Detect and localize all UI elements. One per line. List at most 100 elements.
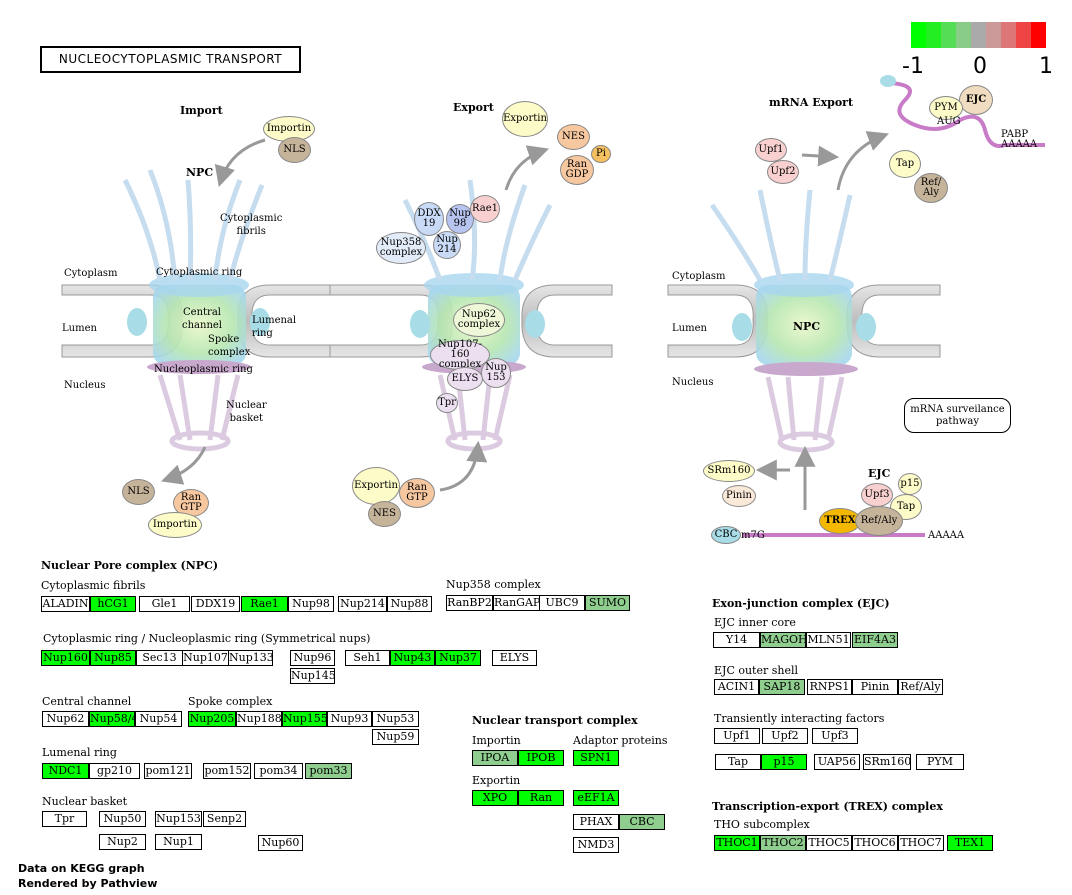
- gene-box-thoc6[interactable]: THOC6: [852, 835, 898, 851]
- gene-box-rangap[interactable]: RanGAP: [493, 595, 540, 611]
- gene-box-sumo[interactable]: SUMO: [585, 595, 630, 611]
- tap-molecule: Tap: [889, 150, 921, 178]
- gene-box-ipoa[interactable]: IPOA: [472, 750, 518, 766]
- gene-box-nup58-45[interactable]: Nup58/45: [89, 711, 135, 727]
- upf2-molecule: Upf2: [767, 160, 799, 184]
- legend-min-label: -1: [902, 54, 924, 79]
- gene-box-nup1[interactable]: Nup1: [155, 834, 202, 850]
- gene-box-nup60[interactable]: Nup60: [258, 835, 303, 851]
- gene-box-phax[interactable]: PHAX: [573, 814, 619, 830]
- gene-box-nup54[interactable]: Nup54: [135, 711, 182, 727]
- gene-box-senp2[interactable]: Senp2: [203, 811, 246, 827]
- gene-box-nup145[interactable]: Nup145: [290, 668, 335, 684]
- gene-box-aladin[interactable]: ALADIN: [41, 596, 90, 612]
- gene-box-nup53[interactable]: Nup53: [372, 711, 419, 727]
- gene-box-uap56[interactable]: UAP56: [814, 754, 860, 770]
- gene-box-cbc[interactable]: CBC: [619, 814, 665, 830]
- gene-box-ddx19[interactable]: DDX19: [191, 596, 240, 612]
- nuclear-basket-group-label: Nuclear basket: [42, 795, 128, 808]
- gene-box-nup107[interactable]: Nup107: [182, 650, 229, 666]
- gene-box-nup88[interactable]: Nup88: [387, 596, 432, 612]
- export-heading: Export: [453, 101, 494, 114]
- gene-box-y14[interactable]: Y14: [713, 632, 760, 648]
- gene-box-pom33[interactable]: pom33: [305, 763, 352, 779]
- gene-box-nup50[interactable]: Nup50: [99, 811, 146, 827]
- gene-box-thoc2[interactable]: THOC2: [760, 835, 806, 851]
- tho-group-label: THO subcomplex: [714, 818, 810, 831]
- upf1-molecule: Upf1: [755, 138, 787, 162]
- gene-box-sec13[interactable]: Sec13: [136, 650, 183, 666]
- gene-box-nup133[interactable]: Nup133: [228, 650, 273, 666]
- nup107-160-complex-molecule: Nup107-160 complex: [430, 340, 490, 370]
- gene-box-tpr[interactable]: Tpr: [42, 811, 87, 827]
- gene-box-mln51[interactable]: MLN51: [806, 632, 851, 648]
- gene-box-ran[interactable]: Ran: [518, 790, 564, 806]
- gene-box-pinin[interactable]: Pinin: [852, 679, 898, 695]
- gene-box-hcg1[interactable]: hCG1: [90, 596, 136, 612]
- gene-box-seh1[interactable]: Seh1: [345, 650, 390, 666]
- gene-box-rnps1[interactable]: RNPS1: [807, 679, 852, 695]
- legend-max-label: 1: [1039, 54, 1053, 79]
- gene-box-nup85[interactable]: Nup85: [90, 650, 136, 666]
- gene-box-pym[interactable]: PYM: [916, 754, 964, 770]
- gene-box-elys[interactable]: ELYS: [492, 650, 537, 666]
- gene-box-tap[interactable]: Tap: [715, 754, 761, 770]
- legend-swatch: [941, 22, 956, 48]
- legend-mid-label: 0: [973, 54, 987, 79]
- gene-box-pom121[interactable]: pom121: [144, 763, 192, 779]
- gene-box-xpo[interactable]: XPO: [472, 790, 518, 806]
- ran-gdp-molecule: Ran GDP: [560, 155, 594, 185]
- gene-box-nup155[interactable]: Nup155: [282, 711, 327, 727]
- gene-box-p15[interactable]: p15: [761, 754, 807, 770]
- gene-box-ipob[interactable]: IPOB: [518, 750, 564, 766]
- gene-box-eif4a3[interactable]: EIF4A3: [852, 632, 898, 648]
- gene-box-nup160[interactable]: Nup160: [41, 650, 90, 666]
- gene-box-nup188[interactable]: Nup188: [236, 711, 282, 727]
- adaptor-group-label: Adaptor proteins: [573, 734, 668, 747]
- gene-box-thoc1[interactable]: THOC1: [714, 835, 760, 851]
- gene-box-nup2[interactable]: Nup2: [99, 834, 146, 850]
- gene-box-upf1[interactable]: Upf1: [714, 728, 760, 744]
- gene-box-sap18[interactable]: SAP18: [759, 679, 805, 695]
- gene-box-thoc5[interactable]: THOC5: [806, 835, 852, 851]
- gene-box-pom34[interactable]: pom34: [254, 763, 303, 779]
- gene-box-nmd3[interactable]: NMD3: [573, 837, 619, 853]
- gene-box-thoc7[interactable]: THOC7: [898, 835, 944, 851]
- gene-box-ubc9[interactable]: UBC9: [539, 595, 585, 611]
- gene-box-eef1a[interactable]: eEF1A: [573, 790, 619, 806]
- elys-molecule: ELYS: [447, 367, 483, 391]
- spoke-complex-group-label: Spoke complex: [188, 695, 273, 708]
- mrna-surveillance-pathway-link[interactable]: mRNA surveilance pathway: [904, 398, 1011, 433]
- gene-box-nup214[interactable]: Nup214: [338, 596, 387, 612]
- gene-box-nup59[interactable]: Nup59: [372, 729, 419, 745]
- gene-box-ref-aly[interactable]: Ref/Aly: [898, 679, 943, 695]
- gene-box-pom152[interactable]: pom152: [203, 763, 251, 779]
- gene-box-rae1[interactable]: Rae1: [241, 596, 288, 612]
- ref-aly-molecule-nuclear: Ref/Aly: [855, 506, 903, 536]
- nes-molecule: NES: [557, 124, 590, 150]
- mrna-nucleus-label: Nucleus: [672, 377, 714, 388]
- gene-box-upf2[interactable]: Upf2: [762, 728, 808, 744]
- gene-box-nup62[interactable]: Nup62: [42, 711, 89, 727]
- gene-box-nup205[interactable]: Nup205: [188, 711, 236, 727]
- gene-box-gle1[interactable]: Gle1: [139, 596, 190, 612]
- gene-box-ndc1[interactable]: NDC1: [42, 763, 89, 779]
- lumenal-ring-label: Lumenal ring: [252, 315, 297, 339]
- trex-molecule: TREX: [819, 508, 861, 534]
- gene-box-nup153[interactable]: Nup153: [155, 811, 202, 827]
- gene-box-magoh[interactable]: MAGOH: [760, 632, 806, 648]
- gene-box-spn1[interactable]: SPN1: [573, 750, 619, 766]
- gene-box-nup43[interactable]: Nup43: [390, 650, 435, 666]
- gene-box-nup96[interactable]: Nup96: [290, 650, 335, 666]
- gene-box-upf3[interactable]: Upf3: [812, 728, 858, 744]
- gene-box-nup93[interactable]: Nup93: [327, 711, 372, 727]
- ejc-inner-group-label: EJC inner core: [714, 616, 796, 629]
- gene-box-tex1[interactable]: TEX1: [947, 835, 993, 851]
- ejc-section-heading: Exon-junction complex (EJC): [712, 597, 890, 610]
- gene-box-srm160[interactable]: SRm160: [863, 754, 911, 770]
- gene-box-nup98[interactable]: Nup98: [288, 596, 334, 612]
- gene-box-gp210[interactable]: gp210: [89, 763, 140, 779]
- gene-box-acin1[interactable]: ACIN1: [714, 679, 759, 695]
- gene-box-ranbp2[interactable]: RanBP2: [446, 595, 493, 611]
- gene-box-nup37[interactable]: Nup37: [435, 650, 481, 666]
